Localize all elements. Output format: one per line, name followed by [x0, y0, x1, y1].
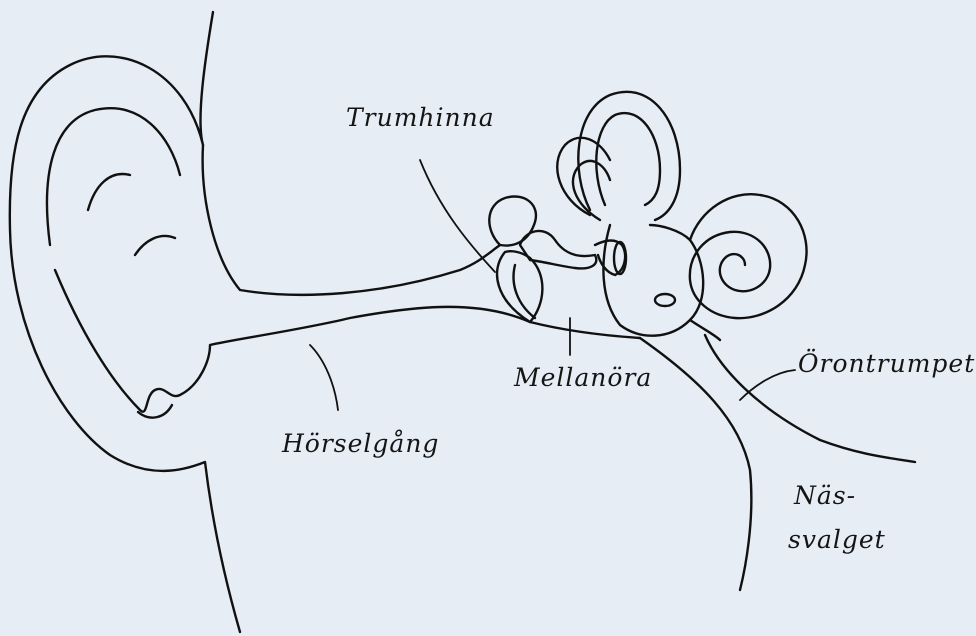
outer-ear-outline — [10, 12, 240, 632]
horselgang-leader — [310, 345, 338, 410]
eustachian-tube-lower — [640, 338, 751, 590]
oval-window — [655, 294, 675, 306]
outer-ear-antihelix-2 — [135, 236, 175, 255]
label-nas: Näs- — [794, 482, 856, 511]
semicircular-canal-2 — [557, 138, 610, 215]
semicircular-canal-1-inner — [596, 113, 660, 205]
malleus — [489, 197, 536, 246]
ear-canal-lower-wall — [530, 322, 640, 338]
label-mellanora: Mellanöra — [514, 364, 652, 393]
outer-ear-antihelix-1 — [88, 174, 130, 210]
label-trumhinna: Trumhinna — [346, 104, 495, 133]
label-horselgang: Hörselgång — [282, 430, 439, 459]
cochlea-spiral — [690, 194, 807, 318]
eardrum-inner — [514, 265, 535, 318]
outer-ear-inner-fold — [203, 145, 500, 295]
orontrumpet-leader — [740, 370, 795, 400]
trumhinna-leader — [420, 160, 495, 272]
label-orontrumpet: Örontrumpet — [798, 350, 975, 379]
stapes — [595, 240, 625, 275]
label-svalget: svalget — [788, 526, 886, 555]
semicircular-canal-1 — [578, 92, 680, 220]
outer-ear-lobe-edge — [55, 270, 530, 412]
incus — [520, 231, 596, 268]
